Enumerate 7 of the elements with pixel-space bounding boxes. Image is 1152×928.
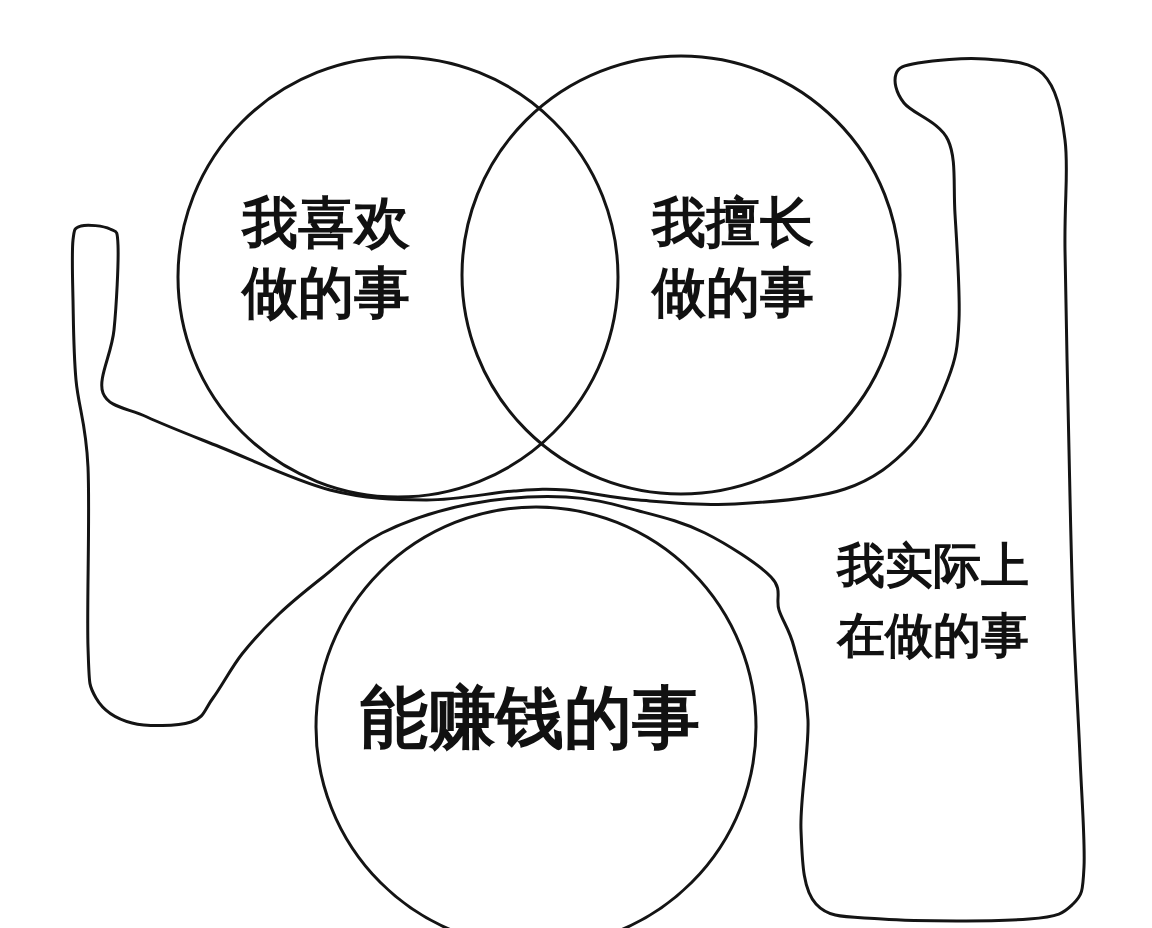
region-label: 我实际上在做的事 xyxy=(835,536,1030,665)
region-label: 能赚钱的事 xyxy=(360,678,700,758)
region-label: 我擅长做的事 xyxy=(650,190,815,326)
venn-circle xyxy=(460,54,902,496)
region-label: 我喜欢做的事 xyxy=(240,189,411,327)
venn-circle xyxy=(176,55,620,499)
freeform-outline xyxy=(69,55,1088,923)
